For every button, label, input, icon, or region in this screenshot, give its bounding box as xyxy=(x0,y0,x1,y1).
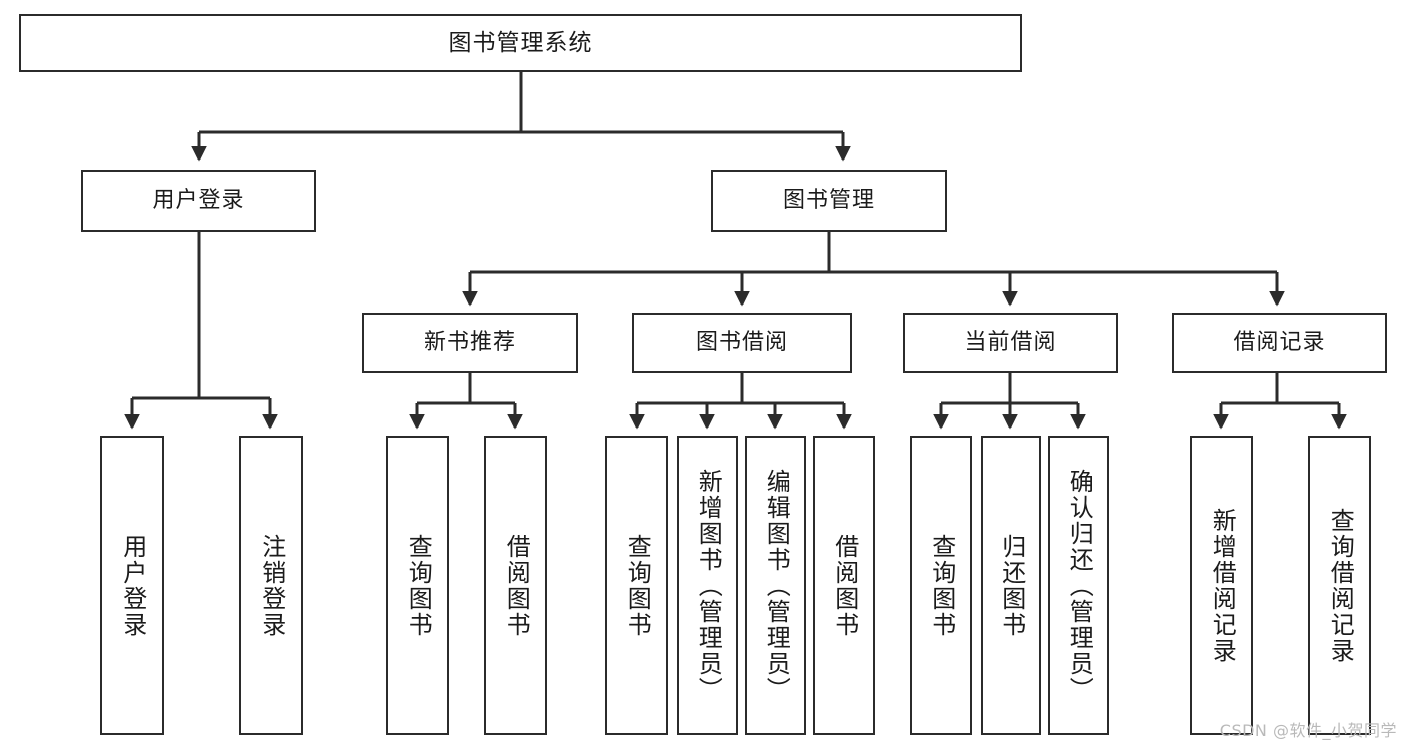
leaf-record-query-record[interactable]: 查询借阅记录 xyxy=(1308,436,1371,735)
node-label: 借阅记录 xyxy=(1233,330,1326,356)
node-label: 图书借阅 xyxy=(695,330,788,356)
watermark-credit: CSDN @软件_小贺同学 xyxy=(1219,721,1397,740)
leaf-label: 新增图书（管理员） xyxy=(694,468,723,703)
leaf-recommend-query-book[interactable]: 查询图书 xyxy=(386,436,449,735)
leaf-borrow-query-book[interactable]: 查询图书 xyxy=(605,436,668,735)
leaf-label: 查询借阅记录 xyxy=(1326,507,1355,664)
node-label: 图书管理 xyxy=(782,188,875,214)
node-borrow-record[interactable]: 借阅记录 xyxy=(1172,313,1387,373)
node-label: 新书推荐 xyxy=(423,330,516,356)
node-new-book-recommend[interactable]: 新书推荐 xyxy=(362,313,578,373)
leaf-current-return-book[interactable]: 归还图书 xyxy=(981,436,1041,735)
leaf-borrow-add-book-admin[interactable]: 新增图书（管理员） xyxy=(677,436,738,735)
leaf-label: 借阅图书 xyxy=(502,533,531,638)
leaf-label: 用户登录 xyxy=(118,533,147,638)
node-book-management[interactable]: 图书管理 xyxy=(711,170,947,232)
leaf-label: 编辑图书（管理员） xyxy=(762,468,791,703)
leaf-user-login-login[interactable]: 用户登录 xyxy=(100,436,164,735)
leaf-borrow-borrow-book[interactable]: 借阅图书 xyxy=(813,436,875,735)
leaf-label: 查询图书 xyxy=(404,533,433,638)
node-user-login[interactable]: 用户登录 xyxy=(81,170,316,232)
leaf-label: 新增借阅记录 xyxy=(1208,507,1237,664)
leaf-recommend-borrow-book[interactable]: 借阅图书 xyxy=(484,436,547,735)
node-root-system[interactable]: 图书管理系统 xyxy=(19,14,1022,72)
leaf-current-query-book[interactable]: 查询图书 xyxy=(910,436,972,735)
leaf-label: 注销登录 xyxy=(257,533,286,638)
leaf-label: 归还图书 xyxy=(997,533,1026,638)
leaf-user-login-logout[interactable]: 注销登录 xyxy=(239,436,303,735)
leaf-record-add-record[interactable]: 新增借阅记录 xyxy=(1190,436,1253,735)
node-label: 当前借阅 xyxy=(964,330,1057,356)
leaf-label: 查询图书 xyxy=(623,533,652,638)
leaf-label: 确认归还（管理员） xyxy=(1065,468,1094,703)
node-label: 图书管理系统 xyxy=(448,29,593,56)
node-label: 用户登录 xyxy=(152,188,245,214)
leaf-label: 借阅图书 xyxy=(830,533,859,638)
leaf-label: 查询图书 xyxy=(927,533,956,638)
leaf-borrow-edit-book-admin[interactable]: 编辑图书（管理员） xyxy=(745,436,806,735)
leaf-current-confirm-return-admin[interactable]: 确认归还（管理员） xyxy=(1048,436,1109,735)
node-current-borrow[interactable]: 当前借阅 xyxy=(903,313,1118,373)
node-book-borrow[interactable]: 图书借阅 xyxy=(632,313,852,373)
